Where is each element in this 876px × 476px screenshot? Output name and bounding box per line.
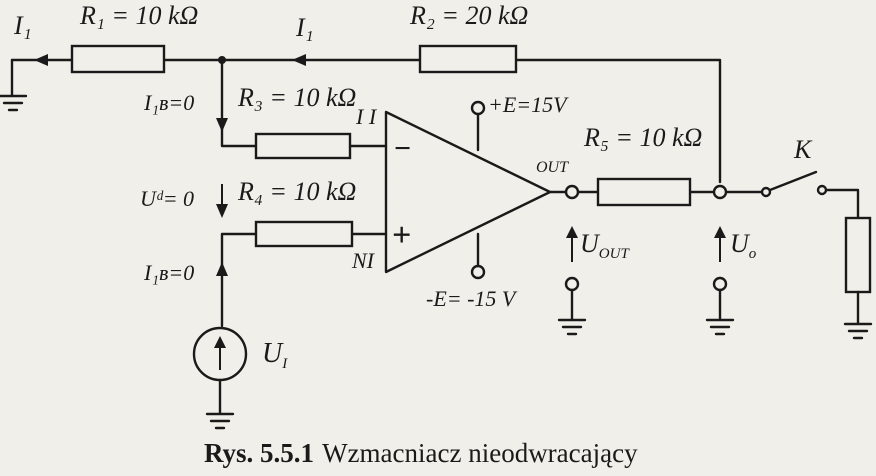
label-ud: Uᵈ= 0 (140, 186, 194, 211)
label-r2: R₂ = 20 kΩ (409, 1, 528, 30)
terminal-negative (470, 264, 486, 280)
source-arrow-head (214, 336, 226, 348)
arrow-i1b-bottom (216, 262, 228, 276)
label-i1-left: I₁ (13, 11, 32, 40)
terminal-uo-gnd (712, 276, 728, 292)
switch-pivot (760, 186, 772, 198)
opamp-body (384, 110, 552, 274)
terminal-positive (470, 100, 486, 116)
resistor-r4 (254, 220, 354, 248)
terminal-out (564, 184, 580, 200)
label-uo-main: U (730, 229, 751, 258)
label-out: OUT (536, 159, 569, 176)
label-i1-mid: I₁ (295, 13, 314, 42)
arrow-i1b-top (216, 118, 228, 132)
terminal-uout-gnd (564, 276, 580, 292)
wire-to-r4 (220, 232, 388, 328)
resistor-r5 (596, 177, 692, 207)
node-uo (712, 184, 728, 200)
resistor-r2 (418, 44, 518, 74)
resistor-load (844, 216, 872, 294)
wire-to-load (824, 188, 860, 220)
label-ii: I I (355, 104, 378, 129)
label-minus: − (394, 132, 411, 165)
ground-load (843, 290, 873, 340)
ground-uout (557, 288, 587, 336)
figure-caption: Rys. 5.5.1 Wzmacniacz nieodwracający (204, 438, 638, 468)
ground-uo (705, 288, 735, 336)
wire-to-r3 (220, 58, 388, 148)
arrow-i1-left (34, 54, 48, 66)
label-r1: R₁ = 10 kΩ (79, 1, 198, 30)
label-ui-sub: I (281, 356, 288, 372)
label-i1b-bottom: I₁ʙ=0 (143, 260, 194, 285)
resistor-r1 (70, 44, 166, 74)
label-vpos: +E=15V (488, 92, 569, 117)
caption-number: Rys. 5.5.1 (204, 438, 314, 468)
resistor-r3 (254, 132, 352, 160)
ground-left (0, 58, 28, 112)
switch-blade (768, 170, 818, 192)
ud-arrow-head (216, 204, 228, 218)
label-i1b-top: I₁ʙ=0 (143, 90, 194, 115)
label-uout-sub: OUT (599, 246, 631, 262)
label-ui: UI (262, 338, 288, 372)
label-uo-sub: o (749, 246, 757, 262)
uout-arrow-head (566, 226, 578, 238)
label-r3: R₃ = 10 kΩ (237, 83, 356, 112)
label-ui-main: U (262, 338, 284, 369)
label-k: K (793, 135, 813, 164)
ground-source (205, 378, 235, 430)
caption-title: Wzmacniacz nieodwracający (322, 438, 638, 468)
label-uout-main: U (580, 229, 601, 258)
label-r4: R₄ = 10 kΩ (237, 177, 356, 206)
label-plus: + (392, 217, 411, 254)
label-uout: UOUT (580, 229, 630, 262)
label-vneg: -E= -15 V (426, 286, 518, 311)
label-uo: Uo (730, 229, 757, 262)
label-ni: NI (351, 248, 376, 273)
label-r5: R₅ = 10 kΩ (583, 123, 702, 152)
uo-arrow-head (714, 226, 726, 238)
arrow-i1-mid (292, 54, 306, 66)
